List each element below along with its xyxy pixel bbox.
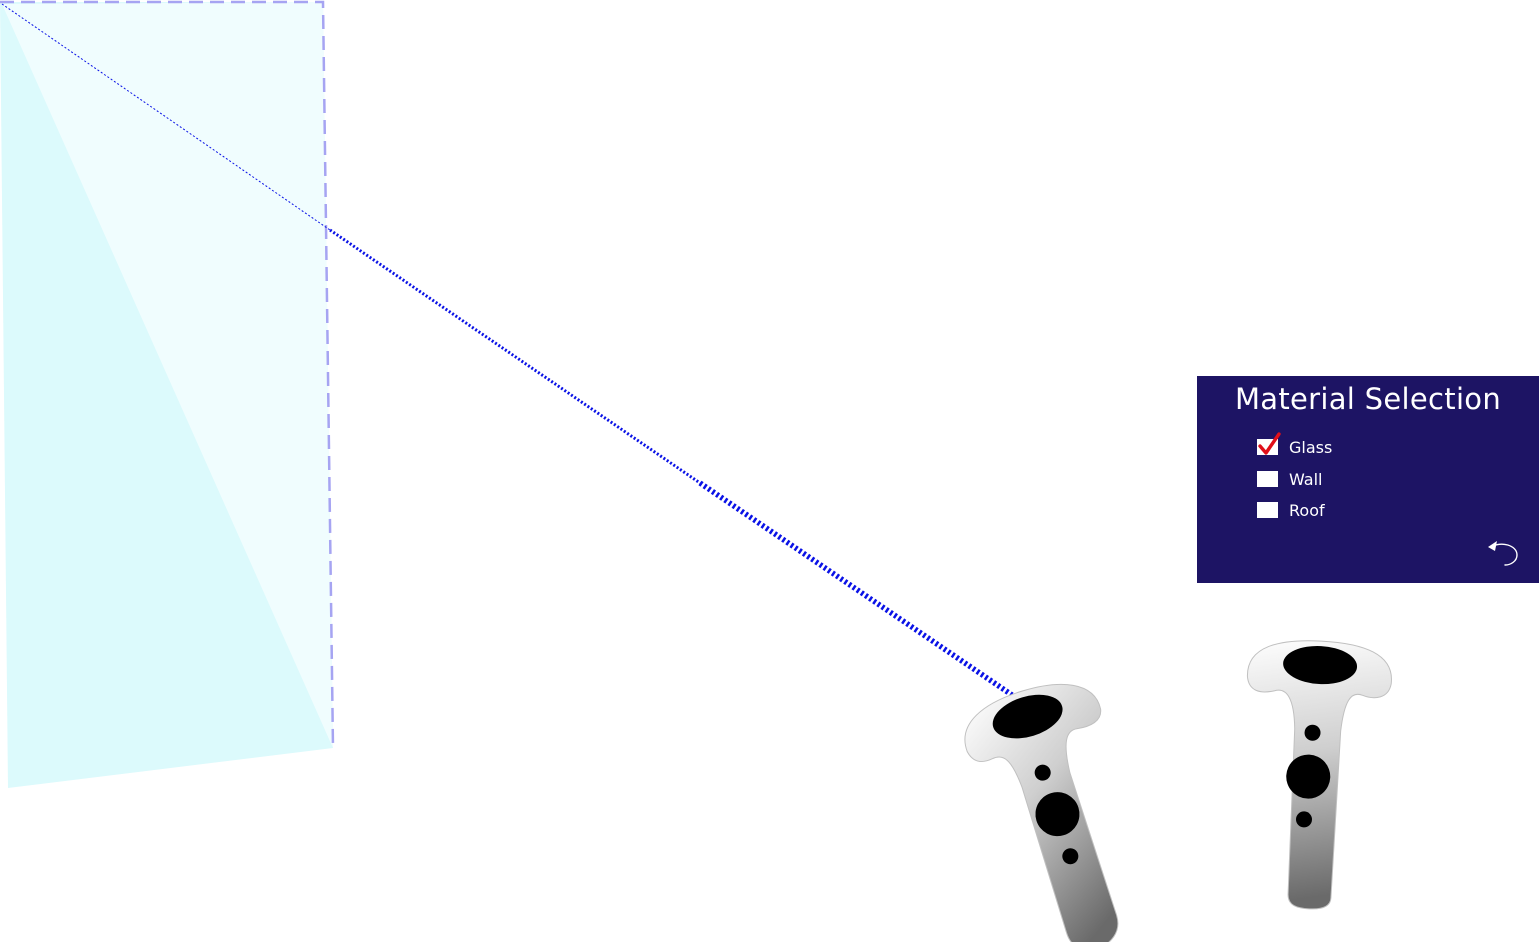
option-label-roof: Roof bbox=[1289, 500, 1325, 520]
trackpad-icon bbox=[1035, 792, 1080, 837]
undo-arrow-icon bbox=[1488, 541, 1518, 566]
option-roof[interactable]: Roof bbox=[1257, 499, 1325, 521]
option-label-wall: Wall bbox=[1289, 469, 1323, 489]
checkbox-glass[interactable] bbox=[1257, 432, 1281, 455]
option-wall[interactable]: Wall bbox=[1257, 468, 1323, 490]
option-label-glass: Glass bbox=[1289, 437, 1333, 457]
checkbox-wall[interactable] bbox=[1257, 471, 1278, 487]
selected-glass-surface[interactable] bbox=[0, 0, 335, 788]
right-vr-controller-icon bbox=[1246, 640, 1392, 910]
system-button-icon bbox=[1295, 811, 1312, 828]
checkbox-roof[interactable] bbox=[1257, 502, 1278, 518]
left-vr-controller-icon bbox=[964, 683, 1119, 942]
trackpad-top-icon bbox=[1283, 645, 1358, 685]
trackpad-icon bbox=[1286, 754, 1331, 799]
check-mark-icon bbox=[1258, 432, 1281, 455]
glass-surface-light-facet bbox=[2, 2, 333, 748]
system-button-icon bbox=[1062, 848, 1079, 865]
material-selection-panel: Material Selection Glass Wall Roof bbox=[1197, 376, 1539, 583]
back-button[interactable] bbox=[1485, 535, 1521, 569]
option-glass[interactable]: Glass bbox=[1257, 432, 1333, 458]
selection-outline bbox=[0, 0, 335, 749]
menu-button-icon bbox=[1304, 724, 1321, 741]
pointer-ray bbox=[1, 3, 1014, 698]
menu-button-icon bbox=[1034, 764, 1051, 781]
trackpad-top-icon bbox=[992, 694, 1063, 739]
panel-title: Material Selection bbox=[1234, 382, 1502, 416]
